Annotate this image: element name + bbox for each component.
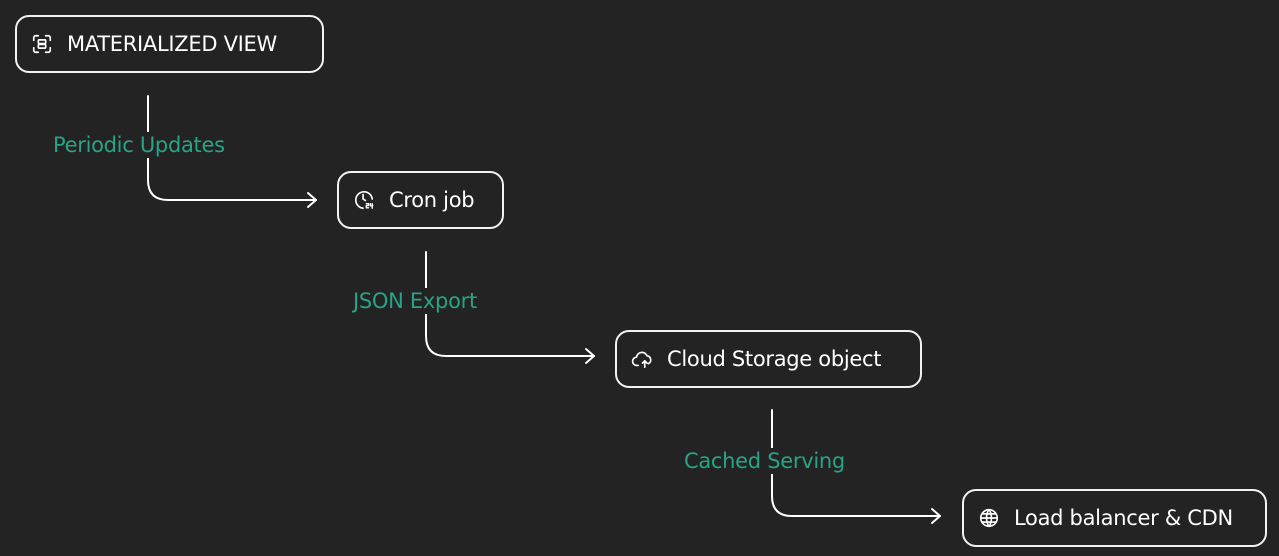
connector-cached-serving — [771, 409, 941, 517]
node-label: Load balancer & CDN — [1014, 506, 1233, 530]
edge-label-json-export: JSON Export — [352, 288, 478, 314]
node-label: Cron job — [389, 188, 475, 212]
connector-json-export — [425, 251, 595, 357]
edge-label-periodic-updates: Periodic Updates — [52, 132, 226, 158]
clock-24-icon — [353, 189, 375, 211]
connector-periodic-updates — [147, 95, 317, 201]
cloud-upload-icon — [631, 348, 653, 370]
node-cron-job[interactable]: Cron job — [337, 171, 504, 229]
edge-label-cached-serving: Cached Serving — [683, 448, 846, 474]
arrowhead-cron-job — [307, 192, 317, 208]
node-cloud-storage-object[interactable]: Cloud Storage object — [615, 330, 922, 388]
node-load-balancer-cdn[interactable]: Load balancer & CDN — [962, 489, 1267, 547]
scan-icon — [31, 33, 53, 55]
node-materialized-view[interactable]: MATERIALIZED VIEW — [15, 15, 324, 73]
node-label: Cloud Storage object — [667, 347, 882, 371]
arrowhead-load-balancer — [931, 508, 941, 524]
node-label: MATERIALIZED VIEW — [67, 32, 277, 56]
arrowhead-cloud-storage — [585, 348, 595, 364]
globe-icon — [978, 507, 1000, 529]
